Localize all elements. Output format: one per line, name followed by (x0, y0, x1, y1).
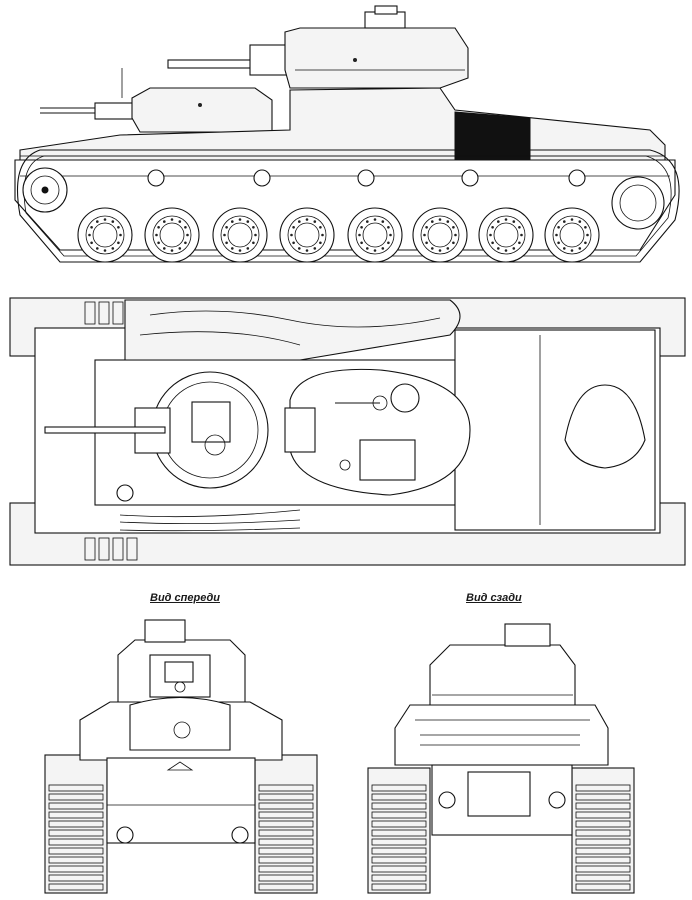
front-hull-plate (106, 757, 256, 844)
stowed-tarpaulin (124, 299, 461, 361)
front-view-drawing (44, 619, 318, 894)
side-view-drawing (14, 5, 680, 263)
front-turret (40, 68, 273, 133)
rear-hatch (564, 384, 646, 469)
road-wheel (412, 207, 468, 263)
road-wheel (144, 207, 200, 263)
caption-rear-view: Вид сзади (466, 592, 522, 604)
rear-view-drawing (367, 623, 635, 894)
road-wheel (77, 207, 133, 263)
main-turret-top (284, 368, 471, 496)
return-rollers (147, 169, 586, 187)
front-small-turret (129, 697, 231, 751)
main-turret (167, 5, 469, 89)
idler-wheel (611, 176, 665, 230)
road-wheel (347, 207, 403, 263)
side-track (17, 149, 680, 263)
road-wheel (279, 207, 335, 263)
road-wheels (77, 207, 600, 263)
drive-sprocket (22, 167, 68, 213)
road-wheel (478, 207, 534, 263)
rear-access-hatch (467, 771, 531, 817)
hull-upper (19, 87, 666, 161)
road-wheel (544, 207, 600, 263)
caption-front-view: Вид спереди (150, 592, 220, 604)
top-view-drawing (9, 297, 686, 566)
road-wheel (212, 207, 268, 263)
rear-main-turret (429, 644, 576, 706)
front-turret-top (44, 371, 269, 489)
